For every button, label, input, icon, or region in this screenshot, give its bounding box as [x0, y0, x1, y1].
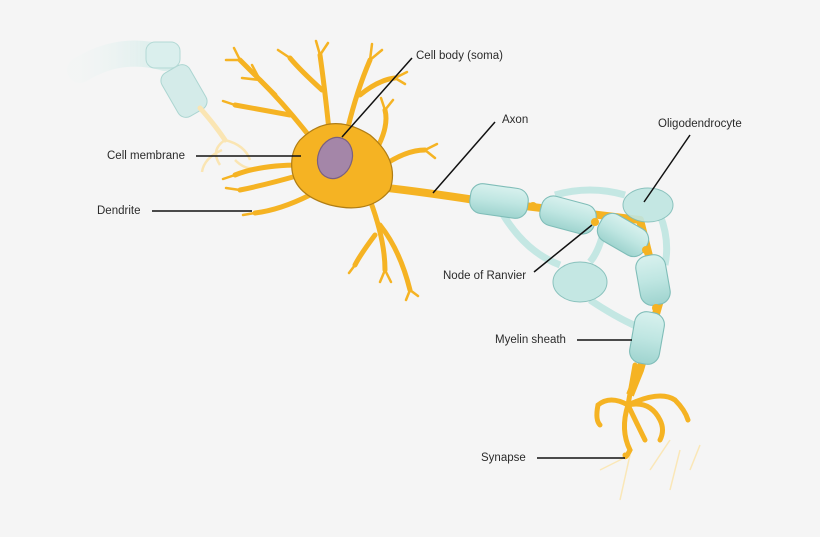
label-cell-membrane: Cell membrane [107, 150, 185, 162]
nodes-of-ranvier [529, 202, 660, 312]
axon-terminal [594, 362, 701, 501]
label-oligodendrocyte: Oligodendrocyte [658, 118, 742, 130]
label-synapse: Synapse [481, 452, 526, 464]
label-node-of-ranvier: Node of Ranvier [443, 270, 527, 282]
label-myelin-sheath: Myelin sheath [495, 334, 566, 346]
label-dendrite: Dendrite [97, 205, 141, 217]
label-cell-body: Cell body (soma) [416, 50, 503, 62]
label-axon: Axon [502, 114, 529, 126]
myelin-sheaths [469, 183, 671, 365]
upstream-axon [67, 40, 256, 173]
nucleus [316, 136, 354, 180]
leader-lines [152, 57, 691, 459]
